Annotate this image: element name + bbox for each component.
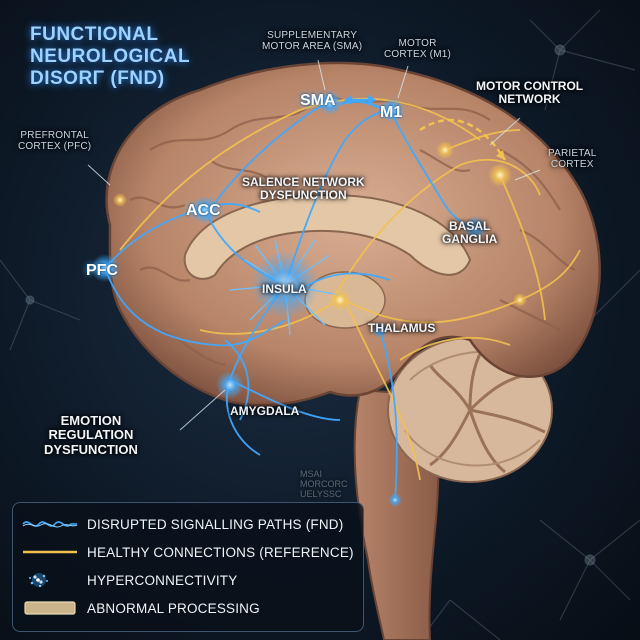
legend-label-abnormal: ABNORMAL PROCESSING <box>87 600 260 616</box>
label-basal-ganglia: BASAL GANGLIA <box>442 219 498 247</box>
pfc-full-line-1: PREFRONTAL <box>20 130 89 141</box>
corpus-callosum <box>183 193 472 280</box>
motor-arrows <box>344 95 507 161</box>
emotion-line-3: DYSFUNCTION <box>44 441 138 457</box>
label-sma: SMA <box>300 92 336 109</box>
title-line-1: FUNCTIONAL <box>30 24 159 45</box>
faint-annotation: MSAI MORCORC UELYSSC <box>300 469 348 500</box>
label-thalamus: THALAMUS <box>368 321 436 335</box>
legend-label-healthy: HEALTHY CONNECTIONS (REFERENCE) <box>87 544 354 560</box>
gold-line-icon <box>23 550 77 554</box>
legend-item-disrupted: DISRUPTED SIGNALLING PATHS (FND) <box>21 513 357 535</box>
m1-full-line-2: CORTEX (M1) <box>384 49 452 60</box>
legend-item-healthy: HEALTHY CONNECTIONS (REFERENCE) <box>21 541 357 563</box>
faint-line-1: MSAI <box>300 469 323 479</box>
nodes <box>91 91 527 507</box>
legend-label-hyperconnectivity: HYPERCONNECTIVITY <box>87 572 238 588</box>
legend-item-hyperconnectivity: HYPERCONNECTIVITY <box>21 569 357 591</box>
basal-line-2: GANGLIA <box>442 232 498 247</box>
label-salience: SALENCE NETWORK DYSFUNCTION <box>242 175 365 203</box>
label-insula: INSULA <box>262 282 307 296</box>
label-sma-full: SUPPLEMENTARY MOTOR AREA (SMA) <box>262 30 362 52</box>
pfc-full-line-2: CORTEX (PFC) <box>18 141 92 152</box>
diagram-title: FUNCTIONAL NEUROLOGICAL DISORΓ (FND) <box>30 24 190 90</box>
legend: DISRUPTED SIGNALLING PATHS (FND) HEALTHY… <box>12 502 364 632</box>
sma-full-line-2: MOTOR AREA (SMA) <box>262 41 363 52</box>
label-amygdala: AMYGDALA <box>230 404 300 418</box>
label-m1: M1 <box>380 104 403 121</box>
label-m1-full: MOTOR CORTEX (M1) <box>384 38 451 60</box>
salience-line-1: SALENCE NETWORK <box>242 175 365 189</box>
legend-label-disrupted: DISRUPTED SIGNALLING PATHS (FND) <box>87 516 344 532</box>
emotion-line-2: REGULATION <box>48 427 134 443</box>
parietal-line-2: CORTEX <box>550 159 594 170</box>
label-emotion-regulation: EMOTION REGULATION DYSFUNCTION <box>44 413 138 457</box>
emotion-line-1: EMOTION <box>60 413 122 428</box>
label-pfc: PFC <box>86 262 118 279</box>
faint-line-3: UELYSSC <box>300 488 342 499</box>
label-motor-network: MOTOR CONTROL NETWORK <box>476 79 584 107</box>
label-pfc-full: PREFRONTAL CORTEX (PFC) <box>18 130 91 152</box>
sma-full-line-1: SUPPLEMENTARY <box>267 30 358 41</box>
m1-full-line-1: MOTOR <box>398 38 437 49</box>
label-parietal: PARIETAL CORTEX <box>548 148 596 170</box>
salience-line-2: DYSFUNCTION <box>260 188 347 203</box>
faint-line-2: MORCORC <box>300 478 348 489</box>
legend-item-abnormal: ABNORMAL PROCESSING <box>21 597 357 619</box>
tan-box-icon <box>24 601 76 615</box>
parietal-line-1: PARIETAL <box>548 148 597 159</box>
title-line-2: NEUROLOGICAL <box>30 45 191 67</box>
motor-network-line-2: NETWORK <box>498 92 561 107</box>
motor-network-line-1: MOTOR CONTROL <box>476 79 584 93</box>
basal-line-1: BASAL <box>449 219 491 233</box>
leader-lines <box>87 59 541 431</box>
wavy-blue-line-icon <box>22 521 78 528</box>
title-line-3: DISORΓ (FND) <box>30 67 165 89</box>
blue-dot-cluster-icon <box>29 573 48 587</box>
label-acc: ACC <box>186 202 221 219</box>
